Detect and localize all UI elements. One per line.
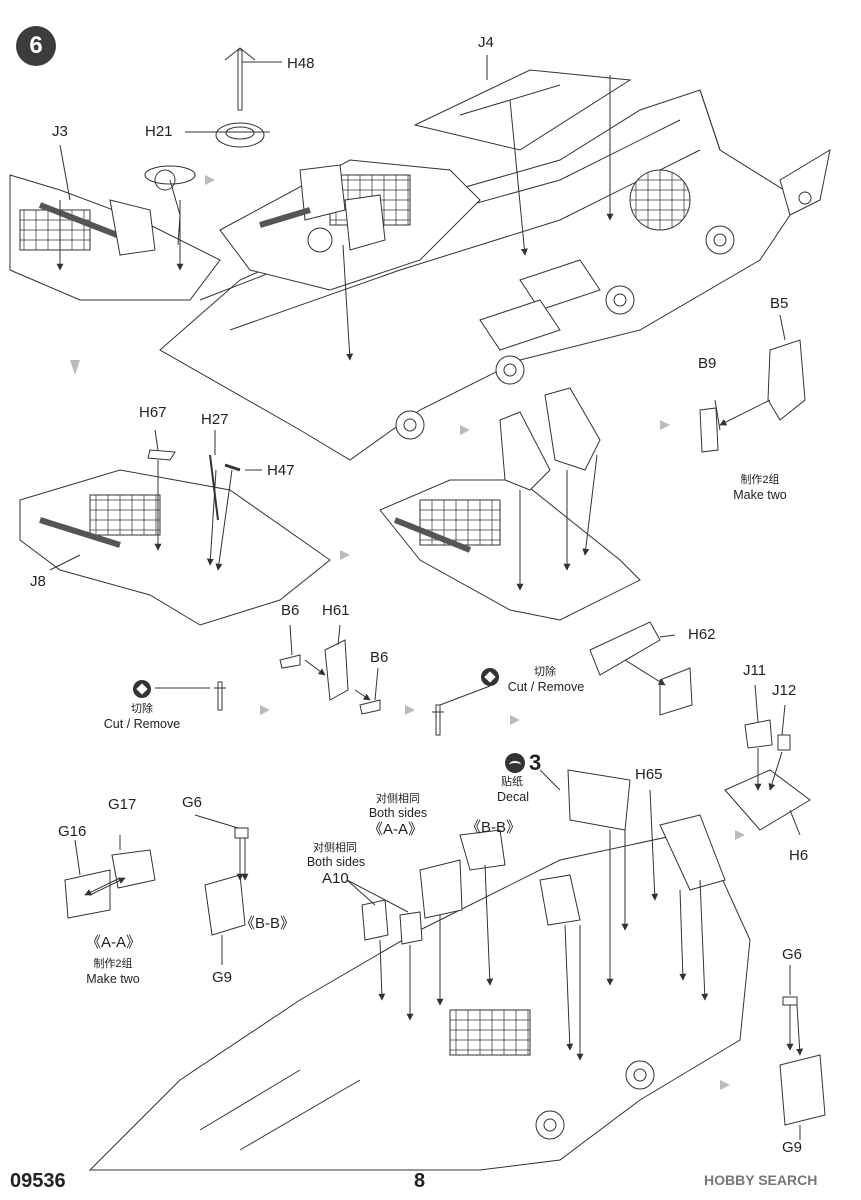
part-h62 [589, 621, 693, 716]
part-label-h21: H21 [145, 123, 173, 140]
floor-j8 [19, 449, 331, 626]
gear-h21 [215, 47, 265, 148]
decal-icon [505, 753, 525, 773]
part-label-j11: J11 [743, 662, 767, 679]
part-label-j8: J8 [30, 573, 46, 590]
floor-j3 [9, 169, 221, 301]
part-label-b5: B5 [770, 295, 789, 312]
part-label-g6-right: G6 [782, 946, 803, 963]
note-both-sides-cn-2: 对侧相同 [313, 842, 357, 854]
floor-j4 [219, 159, 481, 291]
part-h6-group [724, 719, 811, 831]
note-make-two-en-1: Make two [733, 488, 787, 502]
part-label-j12: J12 [772, 682, 797, 699]
part-h61 [279, 639, 381, 715]
watermark: HOBBY SEARCH [704, 1172, 818, 1188]
floor-right-seats [379, 387, 641, 621]
decal-number: 3 [529, 750, 542, 775]
part-label-h48: H48 [287, 55, 315, 72]
part-label-b6-left: B6 [281, 602, 300, 619]
page-number: 8 [414, 1170, 426, 1192]
part-g6-g9-left [204, 827, 249, 936]
part-label-j3: J3 [52, 123, 68, 140]
hull-upper [159, 89, 831, 461]
section-label-bb-left: 《B-B》 [240, 915, 296, 932]
note-cut-en-left: Cut / Remove [103, 717, 181, 731]
part-label-h67: H67 [139, 404, 167, 421]
part-label-h47: H47 [267, 462, 295, 479]
part-label-g17: G17 [108, 796, 137, 813]
part-label-h65: H65 [635, 766, 663, 783]
note-decal-cn: 贴纸 [501, 776, 523, 788]
note-make-two-en-2: Make two [86, 972, 140, 986]
section-label-aa-mid: 《A-A》 [368, 821, 424, 838]
part-label-g16: G16 [58, 823, 87, 840]
kit-code: 09536 [10, 1170, 66, 1192]
note-both-sides-cn-1: 对侧相同 [376, 793, 420, 805]
part-g16-g17 [64, 849, 156, 919]
section-label-bb-mid: 《B-B》 [466, 819, 522, 836]
note-make-two-cn-1: 制作2组 [740, 474, 780, 486]
part-label-h61: H61 [322, 602, 350, 619]
note-both-sides-en-2: Both sides [306, 855, 366, 869]
part-label-b9: B9 [698, 355, 717, 372]
part-label-h6: H6 [789, 847, 809, 864]
part-label-j4: J4 [478, 34, 494, 51]
section-label-aa-left: 《A-A》 [86, 934, 142, 951]
part-label-g9-left: G9 [212, 969, 233, 986]
step-number-badge: 6 [16, 26, 56, 66]
part-cut-left [214, 681, 226, 711]
part-label-h27: H27 [201, 411, 229, 428]
hull-lower [88, 769, 751, 1171]
cut-icon-mid [481, 668, 499, 686]
part-label-h62: H62 [688, 626, 716, 643]
leader-lines [49, 55, 804, 1140]
cut-icon-left [133, 680, 151, 698]
part-b5-b9 [699, 339, 806, 453]
part-label-g6-left: G6 [182, 794, 203, 811]
note-cut-en-mid: Cut / Remove [507, 680, 585, 694]
note-decal-en: Decal [497, 790, 529, 804]
part-cut-mid [432, 704, 444, 736]
flow-chevrons [70, 175, 745, 1090]
part-label-g9-right: G9 [782, 1139, 803, 1156]
part-label-b6-right: B6 [370, 649, 389, 666]
note-both-sides-en-1: Both sides [368, 806, 428, 820]
note-cut-cn-left: 切除 [131, 703, 153, 715]
part-g6-g9-right [779, 996, 826, 1126]
note-cut-cn-mid: 切除 [534, 666, 556, 678]
note-make-two-cn-2: 制作2组 [93, 958, 133, 970]
part-label-a10: A10 [322, 870, 349, 887]
